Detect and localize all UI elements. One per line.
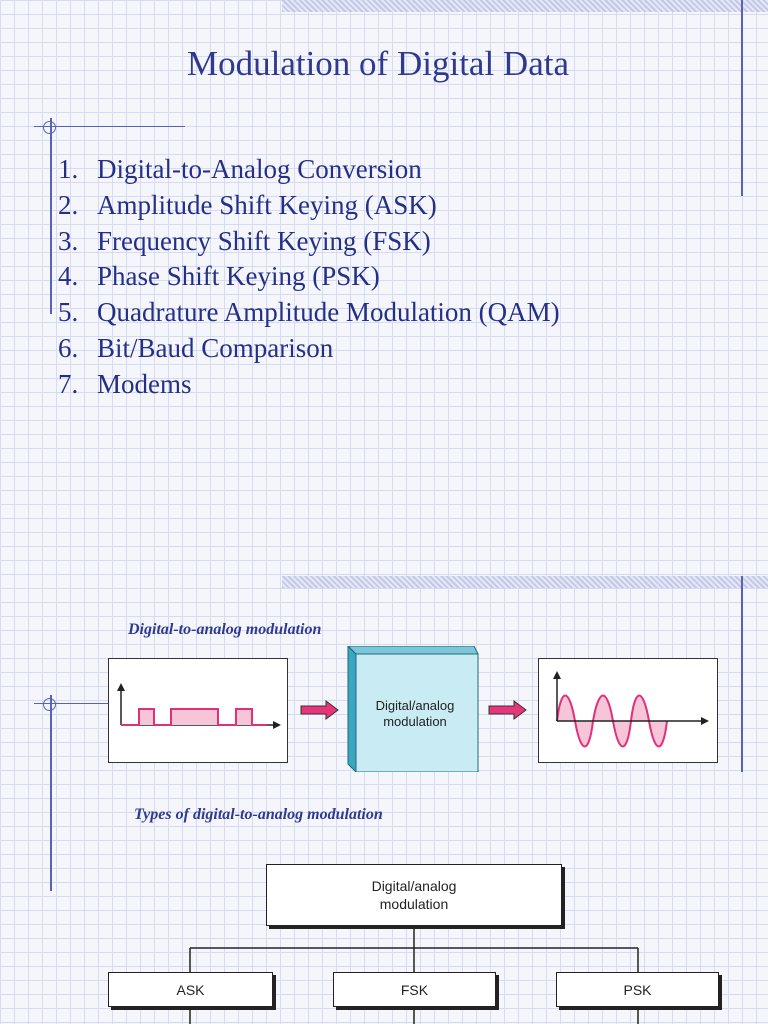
topic-text: Modems [97,368,192,399]
topic-item: 7. Modems [58,367,560,403]
tree-root-node: Digital/analog modulation [266,864,562,926]
tree-node-ask: ASK [108,972,273,1007]
topic-item: 6. Bit/Baud Comparison [58,331,560,367]
topic-text: Bit/Baud Comparison [97,332,334,363]
section-label-modulation: Digital-to-analog modulation [128,621,322,638]
tree-connectors [189,928,639,1024]
tree-root-line2: modulation [379,896,449,912]
modulator-label-line1: Digital/analog [375,698,455,713]
digital-signal-graph [117,683,281,729]
tree-root-line1: Digital/analog [371,878,457,894]
topic-text: Quadrature Amplitude Modulation (QAM) [97,297,560,328]
topic-number: 1. [58,154,79,184]
topic-item: 1. Digital-to-Analog Conversion [58,152,560,188]
crosshair-circle-icon [43,121,56,134]
left-horizontal-rule [34,126,185,127]
slide-title: Modulation of Digital Data [186,44,569,83]
topic-number: 4. [58,261,79,292]
x-axis-arrow-icon [701,717,709,725]
pulse-fill [236,709,252,725]
topic-text: Amplitude Shift Keying (ASK) [97,189,437,220]
slide-2: Digital-to-analog modulation Digital/ana… [0,576,768,1024]
pulse-fill [139,709,154,725]
modulator-label: Digital/analog modulation [352,698,478,730]
tree-node-psk: PSK [556,972,719,1007]
topic-item: 3. Frequency Shift Keying (FSK) [58,224,560,260]
topic-number: 2. [58,189,79,220]
y-axis-arrow-icon [553,671,561,679]
tree-node-fsk: FSK [333,972,496,1007]
right-vertical-rule [741,576,743,772]
x-axis-arrow-icon [273,721,281,729]
topic-item: 4. Phase Shift Keying (PSK) [58,259,560,295]
section-label-types: Types of digital-to-analog modulation [134,806,383,823]
topic-text: Frequency Shift Keying (FSK) [97,225,431,256]
crosshair-circle-icon [43,698,56,711]
flow-arrow-icon [300,700,339,720]
topic-list: 1. Digital-to-Analog Conversion 2. Amplitu… [58,152,560,403]
y-axis-arrow-icon [117,683,125,691]
topic-item: 2. Amplitude Shift Keying (ASK) [58,188,560,224]
topic-number: 3. [58,225,79,256]
left-vertical-rule [50,118,52,314]
topic-item: 5. Quadrature Amplitude Modulation (QAM) [58,295,560,331]
cube-icon [346,644,479,774]
slide-1: Modulation of Digital Data 1. Digital-to-… [34,0,768,403]
flow-arrow-icon [488,700,527,720]
analog-signal-graph [553,671,709,748]
digital-signal-box [108,658,288,763]
topic-number: 5. [58,297,79,328]
hatch-band [282,0,768,12]
analog-signal-box [538,658,718,763]
pulse-fill [171,709,218,725]
left-vertical-rule [50,695,52,891]
topic-number: 7. [58,368,79,399]
digital-waveform [121,708,267,726]
modulator-block [344,644,484,777]
right-vertical-rule [741,0,743,196]
topic-number: 6. [58,332,79,363]
modulator-label-line2: modulation [383,714,447,729]
topic-text: Phase Shift Keying (PSK) [97,261,380,292]
hatch-band [282,576,768,588]
topic-text: Digital-to-Analog Conversion [97,154,422,184]
